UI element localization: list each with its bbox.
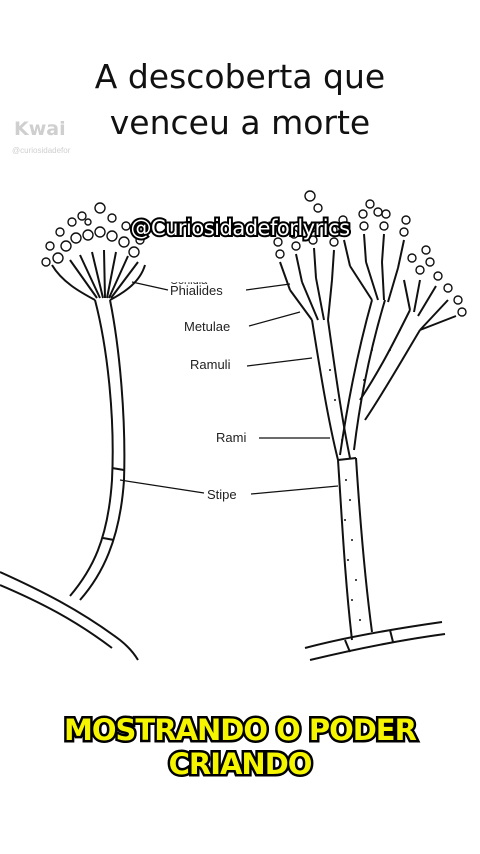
label-ramuli: Ramuli [190, 357, 231, 372]
label-rami: Rami [216, 430, 247, 445]
caption-line-1: MOSTRANDO O PODER [62, 713, 420, 747]
title-line-2: venceu a morte [109, 103, 371, 142]
left-substrate [0, 571, 139, 661]
creator-handle-overlay: @Curiosidadeforlyrics [128, 214, 352, 242]
watermark-handle: @curiosidadefor [12, 146, 71, 155]
kwai-watermark-logo: Kwai [14, 118, 66, 140]
right-substrate [304, 621, 443, 649]
label-metulae: Metulae [184, 319, 231, 334]
title-line-1: A descoberta que [94, 57, 386, 96]
label-stipe: Stipe [207, 487, 237, 502]
caption-line-2: CRIANDO [166, 747, 315, 781]
label-phialides: Phialides [170, 283, 223, 298]
left-stipe [69, 299, 114, 597]
label-conidia: Conidia [170, 275, 208, 287]
right-stipe [337, 459, 353, 641]
